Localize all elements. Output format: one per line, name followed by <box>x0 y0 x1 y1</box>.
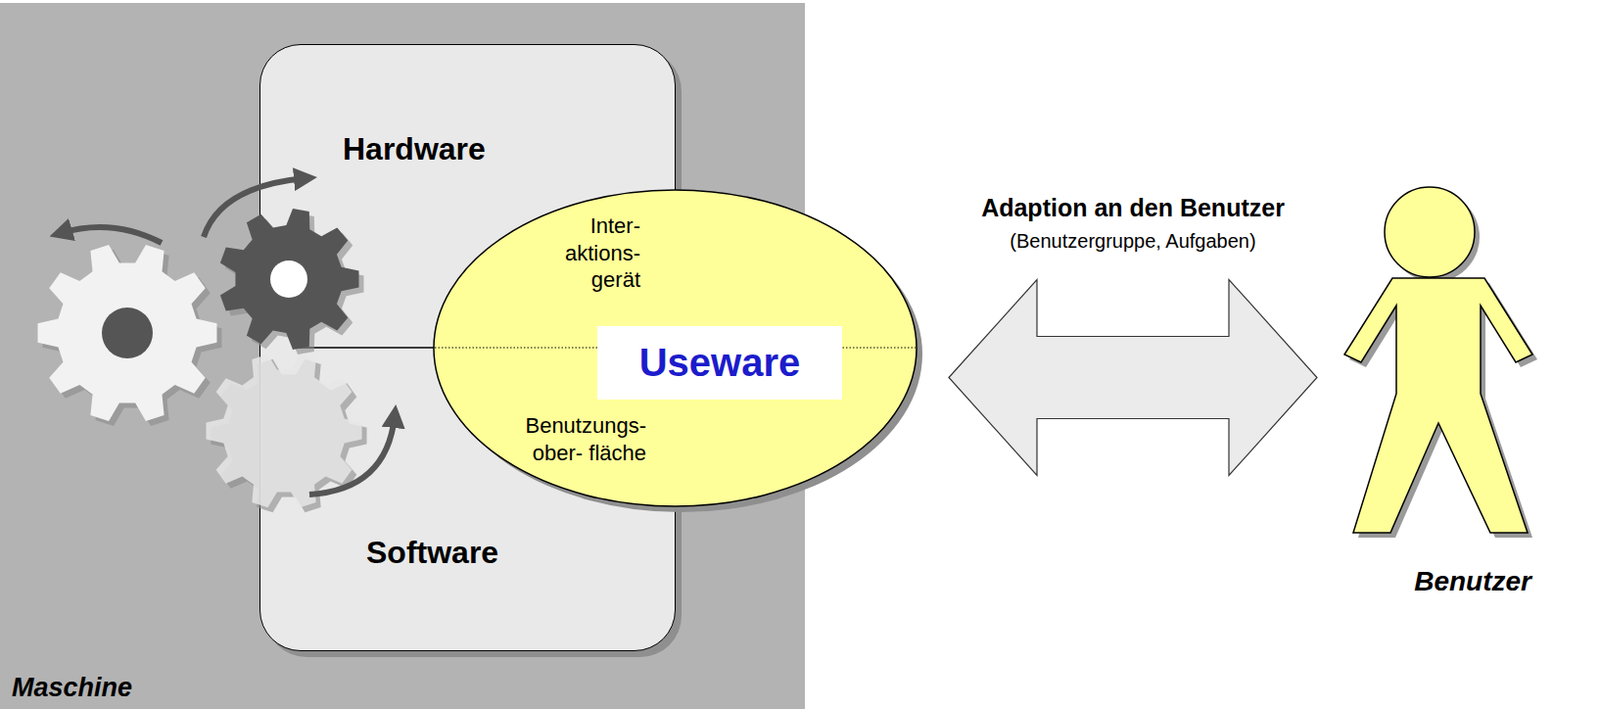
device-label: Inter- aktions- gerät <box>564 212 641 294</box>
hardware-label: Hardware <box>342 131 486 168</box>
user-label: Benutzer <box>1413 565 1532 598</box>
edge-label: Adaption an den Benutzer <box>981 193 1285 223</box>
useware-title: Useware <box>597 326 843 400</box>
rotation-arrow <box>309 416 395 495</box>
gear-shadow <box>43 249 223 426</box>
note-label: (Benutzergruppe, Aufgaben) <box>1009 230 1256 253</box>
rotation-arrow <box>60 227 162 243</box>
gear-hub <box>101 307 153 359</box>
gear <box>220 208 360 350</box>
ellipse-body <box>433 189 917 507</box>
software-label: Software <box>366 534 499 571</box>
user-figure: Benutzer <box>1341 188 1536 536</box>
gear <box>205 354 362 509</box>
gear-shadow <box>225 213 365 355</box>
person-head <box>1384 187 1475 278</box>
gear-hub <box>270 260 308 298</box>
shaft-line <box>293 346 434 349</box>
gear-group <box>38 208 368 513</box>
machine-label: Maschine <box>11 672 133 704</box>
rotation-arrow <box>203 178 306 237</box>
useware-ellipse: Inter- aktions- gerätUsewareBenutzungs- … <box>432 188 918 508</box>
person-outline <box>1341 188 1536 536</box>
gear <box>38 244 218 422</box>
interface-label: Benutzungs- ober- fläche <box>524 412 647 467</box>
double-arrow <box>948 280 1318 476</box>
person-body <box>1344 278 1533 533</box>
gear-shadow <box>210 359 367 514</box>
